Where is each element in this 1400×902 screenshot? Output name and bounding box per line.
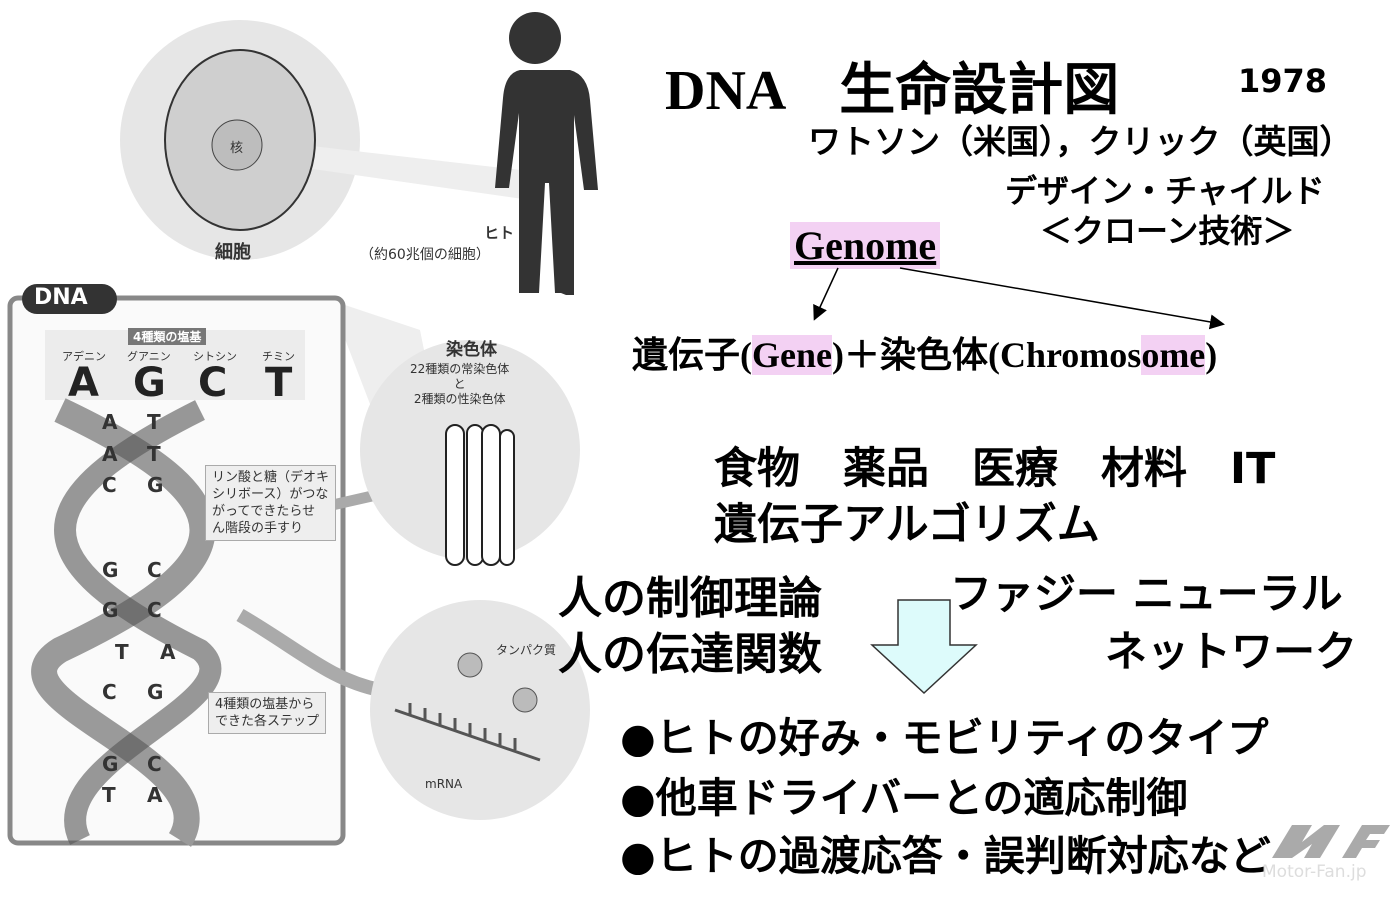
transfer-function: 人の伝達関数: [558, 629, 822, 680]
protein-icon: [457, 652, 483, 678]
nucleus-label: 核: [230, 141, 244, 156]
gene-chromosome-formula: 遺伝子(Gene)＋染色体(Chromosome): [632, 335, 1218, 375]
base-name: アデニン: [62, 350, 106, 363]
mrna-circle: [370, 600, 590, 820]
base-pair-letter: G: [147, 680, 164, 704]
base-pair-letter: C: [102, 473, 117, 497]
cell-label: 細胞: [215, 242, 251, 263]
slide-title: DNA 生命設計図: [665, 60, 1120, 122]
mrna-label: mRNA: [425, 777, 463, 791]
genetic-algorithm: 遺伝子アルゴリズム: [714, 500, 1100, 550]
fuzzy-neural: ファジー ニューラル: [950, 569, 1343, 618]
dna-strand: [31, 398, 216, 847]
base-pair-letter: G: [147, 473, 164, 497]
base-pair-letter: C: [147, 598, 162, 622]
base-pair-letter: A: [102, 410, 118, 434]
mrna-icon: [394, 703, 541, 762]
base-letter: T: [265, 360, 293, 406]
base-pair-letter: T: [115, 640, 129, 664]
year: 1978: [1238, 62, 1328, 100]
bullet-item: ●他車ドライバーとの適応制御: [620, 774, 1188, 822]
callout-backbone: リン酸と糖（デオキシリボース）がつながってできたらせん階段の手すり: [205, 465, 337, 541]
base-pair-letter: T: [102, 783, 116, 807]
nucleus: [211, 119, 263, 171]
bullet-item: ●ヒトの過渡応答・誤判断対応など: [620, 832, 1271, 880]
base-name: シトシン: [193, 350, 237, 363]
control-theory: 人の制御理論: [558, 573, 822, 624]
human-label: ヒト: [484, 224, 515, 242]
base-name: グアニン: [127, 350, 171, 363]
protein-label: タンパク質: [496, 643, 557, 657]
watermark-text: Motor-Fan.jp: [1262, 862, 1367, 882]
human-silhouette-icon: [495, 12, 598, 295]
dna-strand: [54, 400, 222, 845]
base-letter: A: [68, 360, 99, 406]
application-fields: 食物 薬品 医療 材料 IT: [714, 444, 1276, 494]
design-child: デザイン・チャイルド: [1005, 172, 1325, 210]
dna-badge: DNA: [34, 285, 88, 310]
base-pair-letter: G: [102, 598, 119, 622]
bases-header: 4種類の塩基: [128, 328, 207, 345]
scientists: ワトソン（米国），クリック（英国）: [808, 122, 1353, 161]
base-letter: C: [198, 360, 228, 406]
base-pair-letter: A: [102, 442, 118, 466]
down-arrow-icon: [870, 599, 978, 695]
base-name: チミン: [262, 350, 295, 363]
base-pair-letter: G: [102, 558, 119, 582]
base-pair-letter: C: [147, 558, 162, 582]
genome-label: Genome: [790, 222, 941, 269]
clone-technology: ＜クローン技術＞: [1040, 212, 1295, 250]
bullet-item: ●ヒトの好み・モビリティのタイプ: [620, 714, 1269, 762]
network: ネットワーク: [1105, 627, 1358, 676]
protein-icon: [512, 687, 538, 713]
base-pair-letter: C: [147, 752, 162, 776]
chromosome-icon: [445, 424, 515, 566]
base-pair-letter: T: [147, 442, 161, 466]
callout-steps: 4種類の塩基からできた各ステップ: [208, 692, 327, 734]
base-pair-letter: T: [147, 410, 161, 434]
base-pair-letter: A: [147, 783, 163, 807]
chromosome-title: 染色体: [446, 340, 497, 360]
base-pair-letter: G: [102, 752, 119, 776]
base-pair-letter: A: [160, 640, 176, 664]
motor-fan-logo: [1262, 820, 1392, 864]
base-pair-letter: C: [102, 680, 117, 704]
base-letter: G: [133, 360, 166, 406]
human-note: （約60兆個の細胞）: [360, 247, 490, 263]
